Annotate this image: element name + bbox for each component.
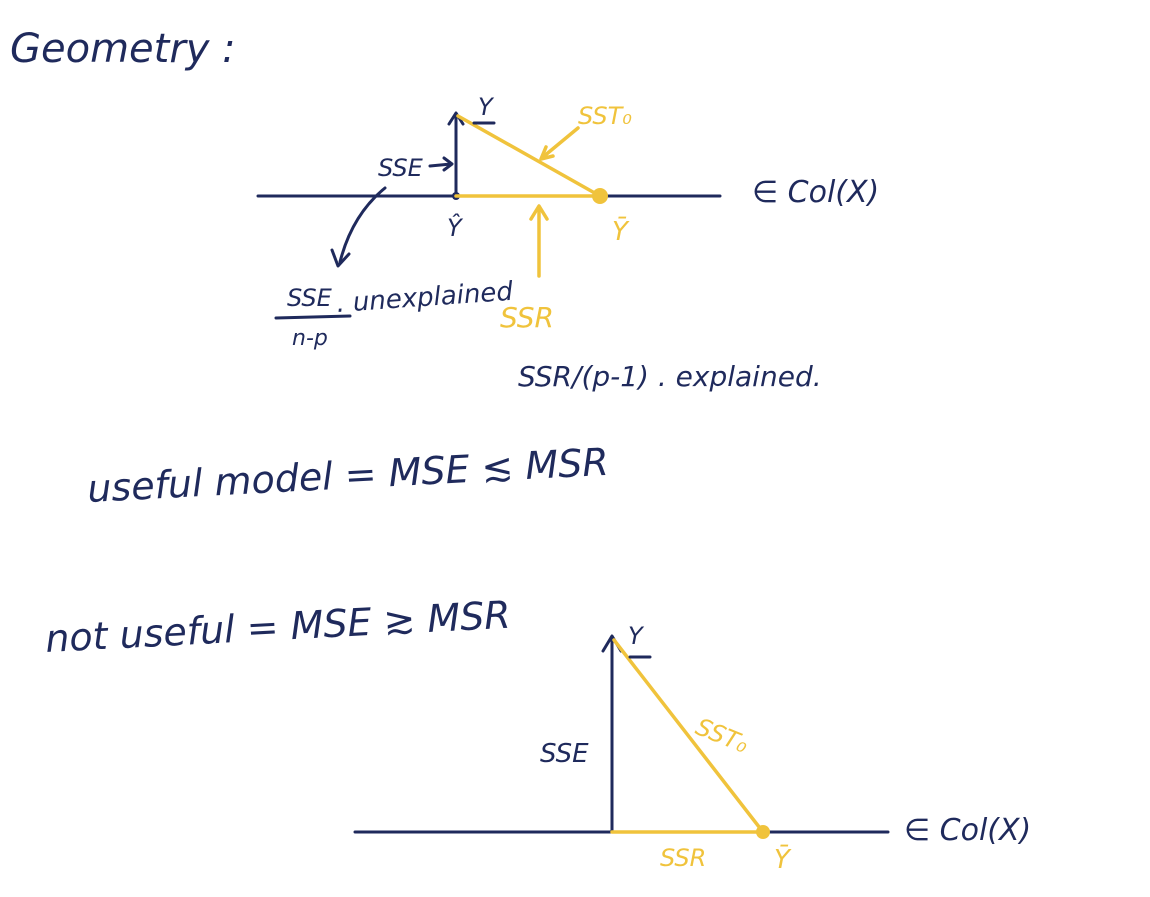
bottom-colspace-label: ∈ Col(X) bbox=[904, 813, 1031, 848]
bottom-diagram: Y SST₀ SSE SSR Ȳ ∈ Col(X) bbox=[353, 622, 1031, 875]
top-ssr-label: SSR bbox=[500, 301, 554, 334]
top-sst-pointer bbox=[541, 126, 580, 159]
top-sst-pointer-head bbox=[539, 145, 555, 161]
unexplained-fraction-bar bbox=[274, 314, 352, 320]
top-diagram: Y SST₀ SSE Ŷ Ȳ ∈ Col(X) SSR SSE n-p . un… bbox=[256, 93, 879, 393]
top-sse-arrow bbox=[428, 162, 453, 168]
bottom-y-label: Y bbox=[628, 622, 645, 650]
top-ybar-label: Ȳ bbox=[612, 216, 630, 247]
unexplained-numerator: SSE bbox=[287, 284, 333, 312]
top-sst-label: SST₀ bbox=[578, 102, 632, 130]
top-y-label: Y bbox=[478, 93, 495, 121]
page-title: Geometry : bbox=[10, 26, 236, 72]
useful-model-text: useful model = MSE ≲ MSR bbox=[86, 440, 609, 511]
top-ssr-arrow-head bbox=[529, 204, 549, 221]
top-ybar-point bbox=[592, 188, 608, 204]
top-curved-arrow bbox=[338, 186, 387, 264]
top-sst-hypotenuse bbox=[456, 114, 602, 198]
bottom-ybar-label: Ȳ bbox=[774, 844, 792, 875]
bottom-sst-hypotenuse bbox=[612, 638, 765, 834]
top-curved-arrow-head bbox=[330, 248, 351, 268]
unexplained-word: . unexplained bbox=[335, 277, 514, 319]
unexplained-denominator: n-p bbox=[292, 326, 328, 351]
not-useful-text: not useful = MSE ≳ MSR bbox=[44, 593, 511, 661]
bottom-sse-label: SSE bbox=[540, 739, 589, 769]
explained-text: SSR/(p-1) . explained. bbox=[518, 360, 822, 393]
bottom-ssr-label: SSR bbox=[660, 844, 706, 872]
top-y-arrowhead bbox=[447, 111, 465, 126]
top-yhat-label: Ŷ bbox=[447, 212, 464, 242]
top-colspace-label: ∈ Col(X) bbox=[752, 175, 879, 210]
top-sse-label: SSE bbox=[378, 154, 424, 182]
bottom-ybar-point bbox=[756, 825, 770, 839]
top-sse-arrow-head bbox=[442, 156, 454, 172]
